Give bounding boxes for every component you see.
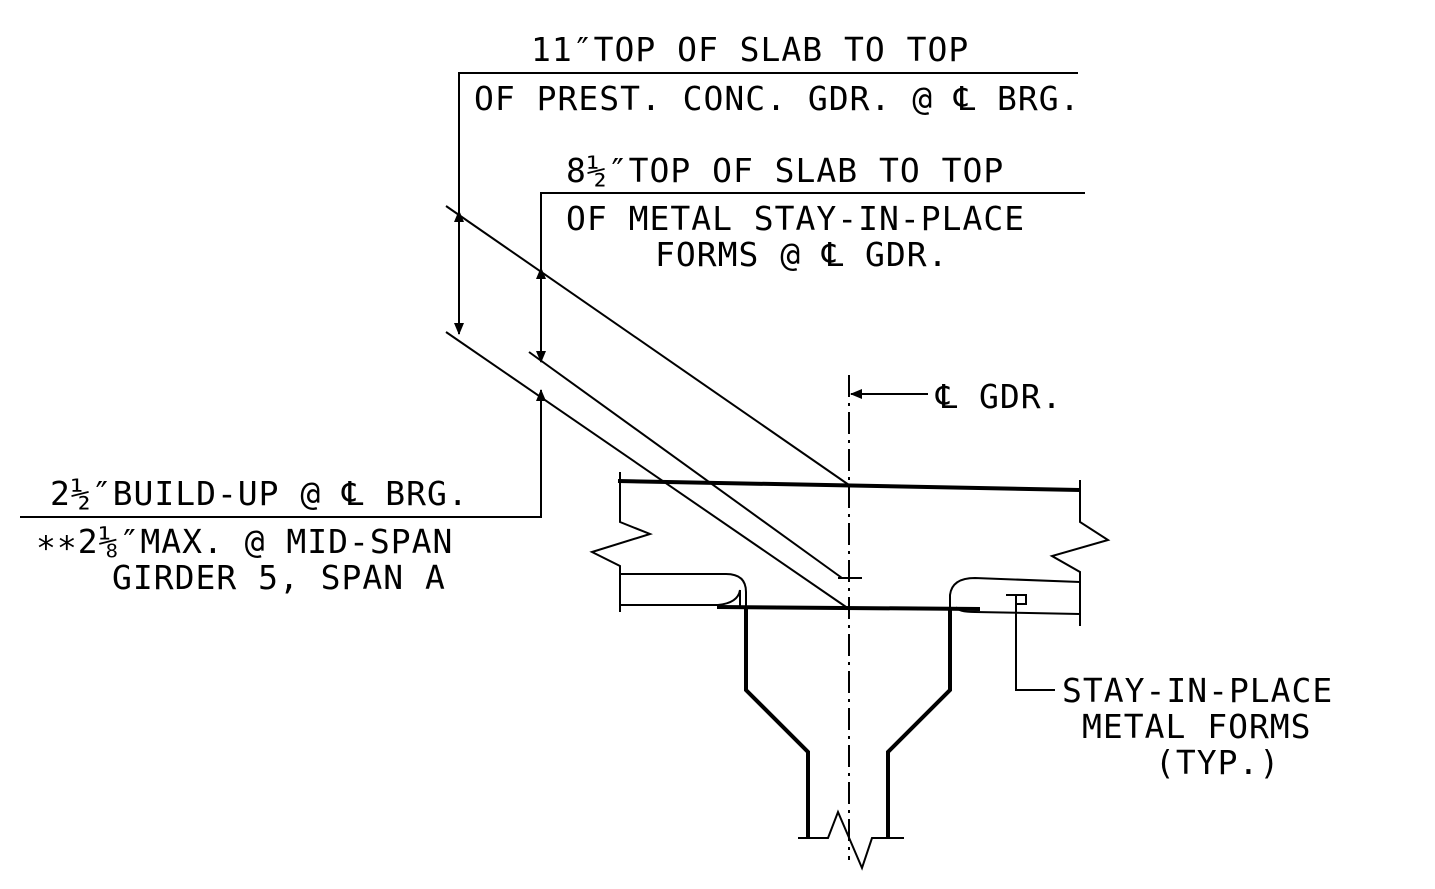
slope-line-top-slab (445, 205, 850, 486)
label-buildup-line3: GIRDER 5, SPAN A (112, 558, 446, 597)
metal-form-left-top (620, 573, 747, 607)
label-buildup-line2: ∗∗2⅛″MAX. @ MID-SPAN (36, 522, 453, 561)
label-11in-line1: 11″TOP OF SLAB TO TOP (531, 30, 969, 69)
label-8-5in-line1: 8½″TOP OF SLAB TO TOP (566, 151, 1004, 190)
label-11in-line2: OF PREST. CONC. GDR. @ ℄ BRG. (474, 79, 1080, 118)
label-8-5in-line2: OF METAL STAY-IN-PLACE (566, 199, 1025, 238)
label-forms-line2: METAL FORMS (1082, 707, 1312, 746)
slab-bottom (716, 605, 981, 611)
label-buildup-line1: 2½″BUILD-UP @ ℄ BRG. (50, 474, 469, 513)
metal-form-right-bottom (955, 606, 1081, 615)
label-forms-line3: (TYP.) (1155, 743, 1280, 782)
label-forms-line1: STAY-IN-PLACE (1062, 671, 1333, 710)
slope-line-bottom-slab (445, 331, 850, 610)
metal-form-right-top (949, 576, 1081, 607)
metal-form-left-bottom (620, 589, 741, 607)
slope-line-forms (528, 351, 843, 579)
girder-break (798, 809, 904, 871)
girder-right-side (886, 607, 952, 838)
label-cl-gdr: ℄ GDR. (935, 377, 1063, 416)
slab-break-left (589, 472, 653, 612)
label-8-5in-line3: FORMS @ ℄ GDR. (655, 235, 948, 274)
forms-leader-hook (1008, 594, 1027, 605)
girder-left-side (744, 607, 810, 838)
slab-top (617, 479, 1081, 492)
forms-leader (1006, 594, 1055, 691)
slab-break-right (1049, 480, 1111, 626)
